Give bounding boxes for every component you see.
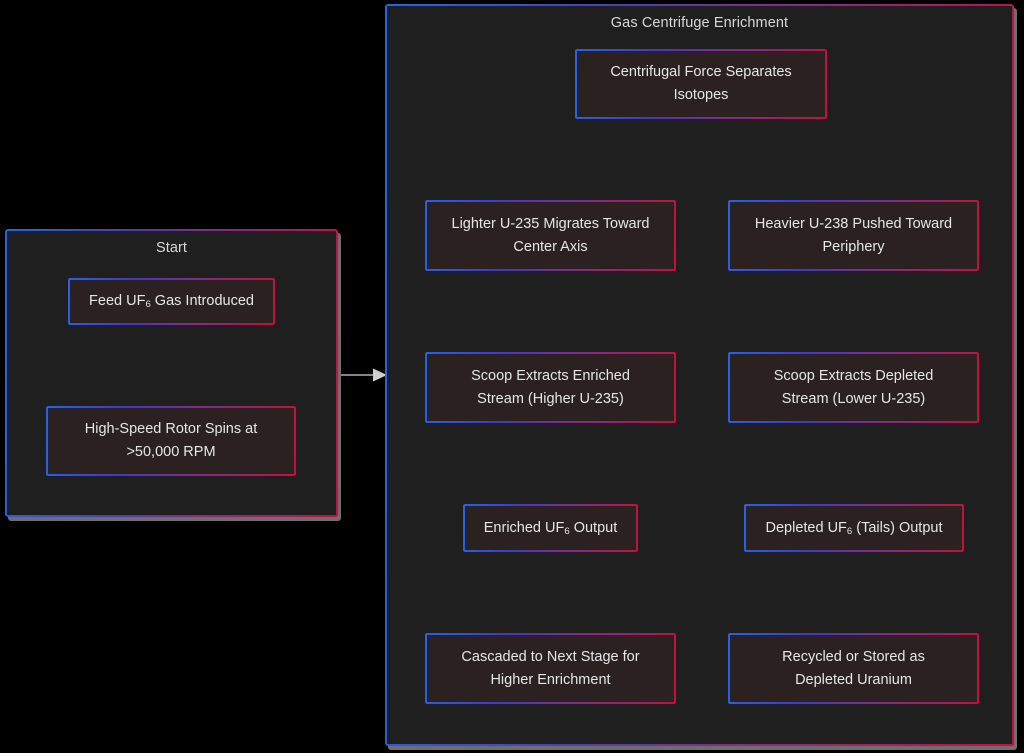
node-force-line2: Isotopes bbox=[673, 87, 729, 103]
node-feed-uf6-gas-introduced[interactable]: Feed UF6 Gas Introduced bbox=[68, 278, 275, 325]
panel-title-start: Start bbox=[155, 240, 188, 256]
node-high-speed-rotor[interactable]: High-Speed Rotor Spins at >50,000 RPM bbox=[46, 406, 296, 476]
node-cascade-line2: Higher Enrichment bbox=[490, 671, 611, 688]
node-heavier-line1: Heavier U-238 Pushed Toward bbox=[754, 215, 953, 232]
node-depleted-output-text-a: Depleted UF bbox=[765, 519, 847, 536]
node-scoop-depleted-line2: Stream (Lower U-235) bbox=[781, 390, 926, 407]
node-feed-subscript: 6 bbox=[145, 299, 151, 311]
node-cascade-line1: Cascaded to Next Stage for bbox=[461, 648, 640, 665]
node-recycle-line1: Recycled or Stored as bbox=[782, 648, 925, 665]
node-depleted-uf6-tails-output[interactable]: Depleted UF6 (Tails) Output bbox=[744, 504, 964, 552]
node-enriched-output-subscript: 6 bbox=[564, 525, 570, 537]
node-depleted-output-text-b: (Tails) Output bbox=[852, 519, 943, 536]
node-scoop-enriched-line2: Stream (Higher U-235) bbox=[477, 390, 624, 407]
node-scoop-depleted-line1: Scoop Extracts Depleted bbox=[773, 367, 934, 384]
edge-start-to-centrifuge bbox=[341, 368, 387, 382]
node-feed-text-b: Gas Introduced bbox=[150, 293, 254, 310]
node-scoop-enriched-line1: Scoop Extracts Enriched bbox=[471, 367, 630, 384]
node-heavier-line2: Periphery bbox=[822, 238, 885, 255]
node-feed-text-a: Feed UF bbox=[89, 293, 146, 310]
node-enriched-output-text-a: Enriched UF bbox=[483, 519, 565, 536]
node-recycled-or-stored[interactable]: Recycled or Stored as Depleted Uranium bbox=[728, 633, 979, 704]
node-recycle-line2: Depleted Uranium bbox=[795, 671, 912, 688]
node-enriched-uf6-output[interactable]: Enriched UF6 Output bbox=[463, 504, 638, 552]
node-lighter-line2: Center Axis bbox=[513, 238, 588, 255]
node-force-line1: Centrifugal Force Separates bbox=[610, 64, 792, 81]
node-lighter-line1: Lighter U-235 Migrates Toward bbox=[451, 215, 650, 232]
node-depleted-output-subscript: 6 bbox=[846, 525, 853, 537]
node-rotor-line1: High-Speed Rotor Spins at bbox=[84, 421, 258, 438]
panel-title-gas-centrifuge-enrichment: Gas Centrifuge Enrichment bbox=[610, 15, 789, 31]
node-enriched-output-text-b: Output bbox=[569, 519, 618, 536]
node-rotor-line2: >50,000 RPM bbox=[126, 444, 216, 460]
